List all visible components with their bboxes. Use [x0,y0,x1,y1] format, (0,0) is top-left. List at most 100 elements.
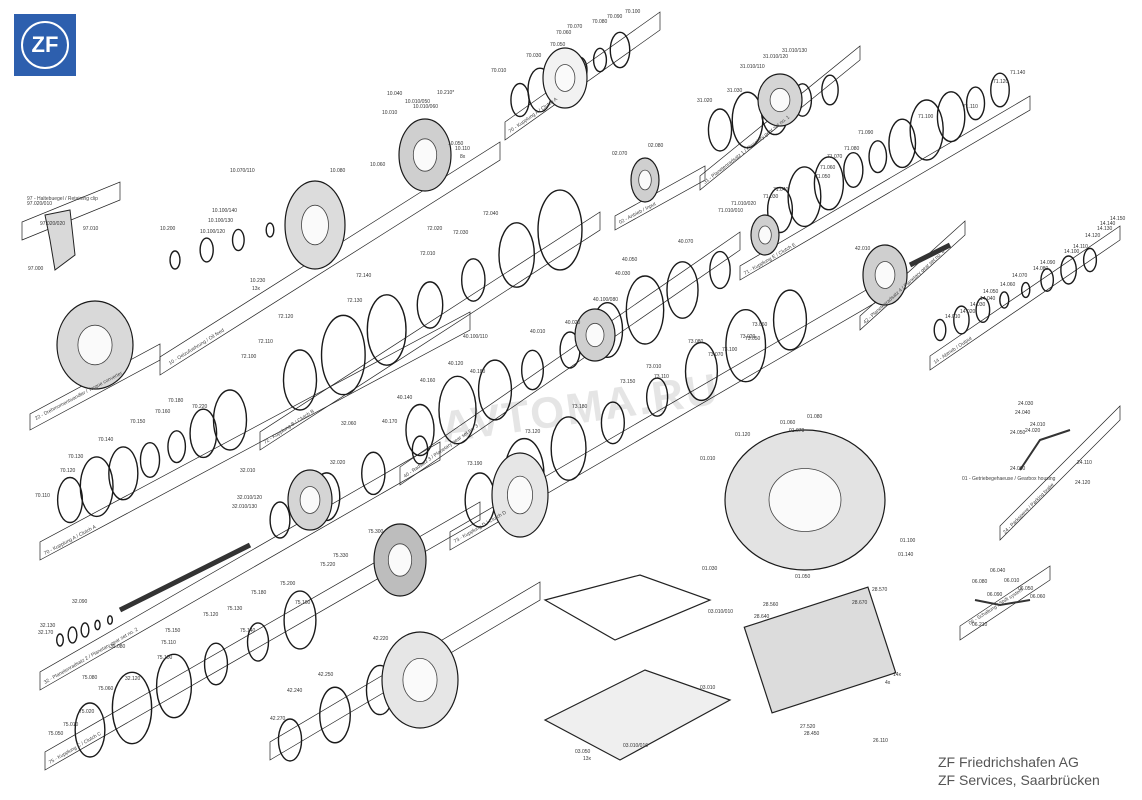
ring-part [477,359,513,421]
ring-part [282,349,318,411]
part-number-label: 75.110 [161,640,176,646]
part-number-label: 4x [885,680,891,686]
part-number-label: 27.520 [800,724,816,730]
part-number-label: 10.100/130 [208,218,233,224]
part-number-label: 75.120 [203,612,219,618]
part-number-label: 73.180 [572,404,588,410]
ring-part [411,435,429,465]
planet-set-4-bore [874,261,896,289]
ring-part [1060,255,1077,285]
group-box [29,343,161,431]
ring-part [625,275,665,345]
clutch-c-drum-bore [402,658,438,703]
ring-part [843,151,864,189]
part-number-label: 40.160 [420,378,436,384]
group-box [44,501,481,771]
ring-part [155,653,193,719]
part-number-label: 71.030 [763,194,779,200]
part-number-label: 24.040 [1015,410,1031,416]
planet-set-e-bore [758,225,772,245]
ring-part [965,86,986,121]
part-number-label: 06.040 [990,568,1006,574]
part-number-label: 70.150 [130,419,146,425]
valve-body [743,586,897,714]
ring-part [550,416,587,481]
footer-company: ZF Friedrichshafen AG [938,754,1079,770]
part-number-label: 31.030 [727,88,743,94]
part-number-label: 97.010 [83,226,99,232]
group-box [39,311,471,561]
part-number-label: 14.080 [1033,266,1049,272]
part-number-label: 14.130 [1097,226,1113,232]
part-number-label: 97.020/010 [27,201,52,207]
ring-part [361,451,386,496]
ring-part [405,403,435,457]
ring-part [725,309,767,383]
part-number-label: 32.010/130 [232,504,257,510]
intermediate-shaft [118,542,252,613]
ring-part [592,47,608,73]
part-number-label: 32.060 [341,421,357,427]
part-number-label: 70.050 [550,42,566,48]
group-box [959,565,1051,641]
part-number-label: 31.010/130 [782,48,807,54]
part-number-label: 75.130 [227,606,243,612]
part-number-label: 40.120 [448,361,464,367]
part-number-label: 75.200 [280,581,296,587]
part-number-label: 71.070 [827,154,843,160]
part-number-label: 70.140 [98,437,114,443]
part-number-label: 72.130 [347,298,363,304]
part-number-label: 73.190 [467,461,483,467]
ring-part [319,686,351,744]
part-number-label: 31.010/120 [763,54,788,60]
part-number-label: 97.020/020 [40,221,65,227]
ring-part [79,456,114,518]
gearbox-housing-bore [768,468,842,532]
part-number-label: 32.170 [38,630,54,636]
part-number-label: 32.010/120 [237,495,262,501]
parking-rod [1019,429,1071,471]
part-number-label: 14.090 [1040,260,1056,266]
ring-part [933,318,947,342]
ring-part [139,441,161,479]
ring-part [283,590,317,650]
part-number-label: 71.120 [993,79,1009,85]
part-number-label: 10.070/110 [230,168,255,174]
ring-part [498,222,536,288]
part-number-label: 70.100 [625,9,641,15]
ring-part [94,619,101,631]
part-number-label: 70.070 [567,24,583,30]
part-number-label: 71.110 [963,104,978,110]
ring-part [766,186,794,234]
part-number-label: 28.570 [872,587,888,593]
ring-part [953,305,970,335]
ring-part [609,31,631,69]
part-number-label: 75.160 [295,600,311,606]
part-number-label: 72.030 [453,230,469,236]
ring-part [246,622,270,662]
part-number-label: 01.030 [702,566,718,572]
part-number-label: 06.090 [987,592,1003,598]
part-number-label: 32.090 [72,599,88,605]
part-number-label: 14.030 [970,302,986,308]
part-number-label: 01.050 [795,574,811,580]
part-number-label: 24.110 [1077,460,1092,466]
part-number-label: 73.120 [525,429,541,435]
part-number-label: 71.080 [844,146,860,152]
part-number-label: 14.110 [1073,244,1088,250]
part-number-label: 14.010 [945,314,961,320]
part-number-label: 42.250 [318,672,334,678]
part-number-label: 24.060 [1010,466,1026,472]
part-number-label: 10.010/050 [405,99,430,105]
part-number-label: 28.450 [804,731,820,737]
part-number-label: 24.010 [1030,422,1046,428]
group-box [739,95,1031,281]
part-number-label: 02.070 [612,151,628,157]
part-number-label: 72.010 [420,251,436,257]
part-number-label: 10.100/120 [200,229,225,235]
part-number-label: 10.200 [160,226,176,232]
part-number-label: 32.120 [125,676,141,682]
ring-part [666,261,699,319]
ring-part [537,189,583,271]
oil-pan [543,669,732,761]
